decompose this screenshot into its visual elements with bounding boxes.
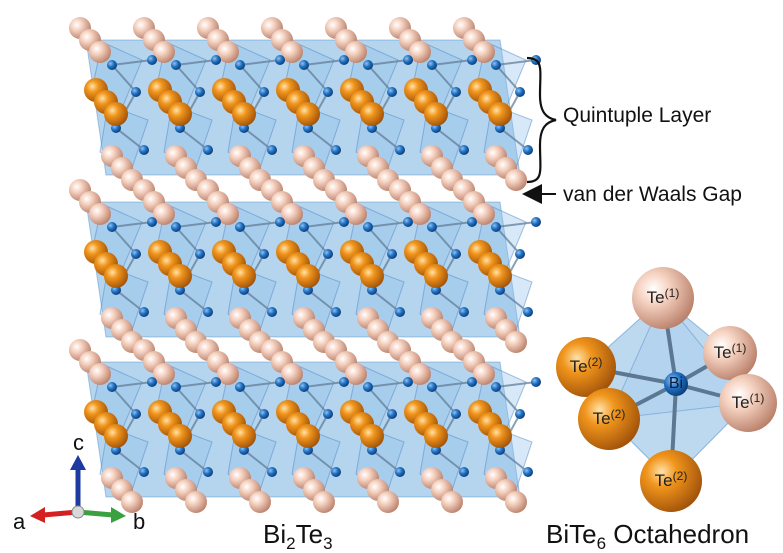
bi2te3-n1: 2: [286, 534, 296, 553]
octahedron-el1: BiTe: [546, 519, 597, 549]
bi2te3-title: Bi2Te3: [263, 519, 333, 553]
te1-atom: [632, 267, 694, 329]
te2-left-label: Te(2): [569, 355, 603, 376]
bi2te3-n2: 3: [323, 534, 333, 553]
quintuple-layer-brace: [526, 56, 557, 184]
te2-front-label: Te(2): [592, 407, 626, 428]
te2-bottom-label: Te(2): [654, 469, 688, 490]
te2-atom: [556, 337, 616, 397]
octahedron-n1: 6: [596, 534, 607, 553]
te1-right-label: Te(1): [713, 341, 747, 362]
te1-top-label: Te(1): [646, 286, 680, 307]
te1-atom: [719, 374, 777, 432]
quintuple-layer-label: Quintuple Layer: [563, 104, 712, 127]
quintuple-layer: [69, 17, 541, 191]
octahedron-title: BiTe6 Octahedron: [546, 519, 750, 553]
bi2te3-el2: Te: [295, 519, 324, 549]
bite6-octahedron: [556, 267, 777, 512]
te2-atom: [640, 450, 702, 512]
octahedron-rest: Octahedron: [606, 519, 750, 549]
te1-far-label: Te(1): [731, 391, 765, 412]
axis-triad: [30, 455, 126, 523]
bi2te3-el1: Bi: [263, 519, 287, 549]
axis-a-label: a: [13, 509, 26, 534]
axis-b-label: b: [133, 509, 146, 534]
te2-atom: [578, 388, 640, 450]
bi-atom: [664, 372, 688, 396]
axis-c-label: c: [73, 430, 84, 455]
quintuple-layer: [69, 179, 541, 353]
quintuple-layer: [69, 339, 541, 513]
vdw-gap-label: van der Waals Gap: [563, 183, 742, 206]
bi-center-label: Bi: [668, 375, 684, 392]
te1-atom: [703, 326, 757, 380]
